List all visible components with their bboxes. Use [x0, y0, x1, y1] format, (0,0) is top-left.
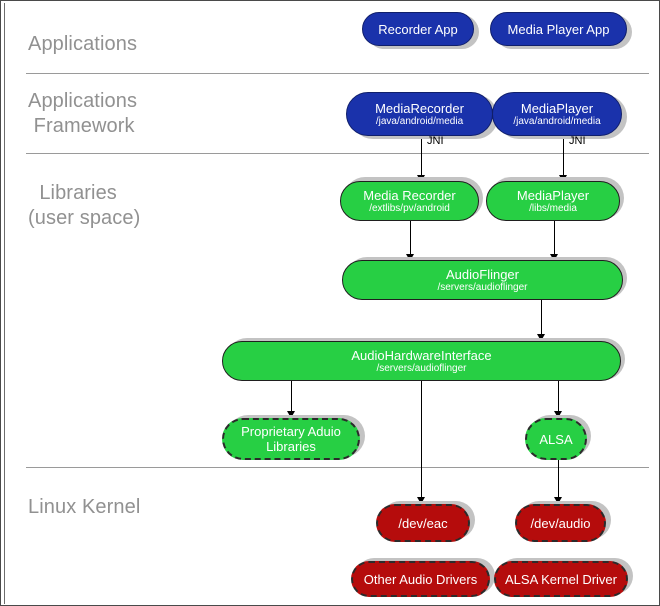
- connector-ahi-dev-eac: [421, 376, 422, 502]
- node-media-recorder-lib-title: Media Recorder: [363, 187, 456, 203]
- node-alsa-title: ALSA: [539, 431, 573, 447]
- node-audiohardwareinterface-title: AudioHardwareInterface: [351, 347, 492, 363]
- node-mediarecorder-framework[interactable]: MediaRecorder /java/android/media: [346, 92, 493, 136]
- node-mediaplayer-lib[interactable]: MediaPlayer /libs/media: [486, 181, 620, 221]
- node-dev-eac[interactable]: /dev/eac: [376, 504, 470, 542]
- connector-ahi-proprietary: [291, 376, 292, 416]
- layer-label-linux-kernel: Linux Kernel: [28, 496, 141, 518]
- connector-mediarecorderlib-audioflinger: [410, 219, 411, 261]
- node-audioflinger-path: /servers/audioflinger: [437, 281, 528, 293]
- node-alsa-kernel-driver[interactable]: ALSA Kernel Driver: [494, 561, 628, 597]
- node-mediaplayer-framework[interactable]: MediaPlayer /java/android/media: [492, 92, 622, 136]
- connector-ahi-alsa: [558, 376, 559, 416]
- node-audioflinger[interactable]: AudioFlinger /servers/audioflinger: [342, 260, 623, 300]
- node-mediaplayer-lib-title: MediaPlayer: [516, 187, 590, 203]
- node-dev-eac-title: /dev/eac: [398, 515, 448, 531]
- node-media-player-app[interactable]: Media Player App: [490, 12, 627, 46]
- node-proprietary-audio-libs-title-line2: Libraries: [266, 439, 316, 454]
- node-mediaplayer-framework-path: /java/android/media: [513, 115, 601, 127]
- connector-mediaplayer-jni: [563, 138, 564, 180]
- node-recorder-app[interactable]: Recorder App: [362, 12, 474, 46]
- node-media-player-app-title: Media Player App: [507, 21, 610, 37]
- connector-alsa-dev-audio: [558, 456, 559, 502]
- node-mediaplayer-framework-title: MediaPlayer: [520, 100, 594, 116]
- arrowhead-ahi-dev-eac: [417, 497, 425, 504]
- node-media-recorder-lib-path: /extlibs/pv/android: [369, 202, 450, 214]
- node-media-recorder-lib[interactable]: Media Recorder /extlibs/pv/android: [340, 181, 479, 221]
- divider-applications-framework: [26, 153, 649, 154]
- node-mediarecorder-framework-title: MediaRecorder: [375, 100, 464, 116]
- connector-mediaplayerlib-audioflinger: [554, 219, 555, 261]
- edge-label-jni-player: JNI: [569, 135, 586, 147]
- node-alsa[interactable]: ALSA: [525, 418, 587, 460]
- node-audioflinger-title: AudioFlinger: [446, 266, 519, 282]
- divider-applications: [26, 73, 649, 74]
- node-mediaplayer-lib-path: /libs/media: [529, 202, 577, 214]
- arrowhead-ahi-proprietary: [287, 411, 295, 418]
- node-proprietary-audio-libs[interactable]: Proprietary Aduio Libraries: [222, 418, 360, 460]
- edge-label-jni-recorder: JNI: [427, 135, 444, 147]
- node-dev-audio-title: /dev/audio: [530, 515, 591, 531]
- connector-mediarecorder-jni: [421, 138, 422, 180]
- node-alsa-kernel-driver-title: ALSA Kernel Driver: [505, 571, 617, 587]
- divider-libraries: [26, 467, 649, 468]
- connector-audioflinger-audiohardwareinterface: [541, 298, 542, 340]
- node-other-audio-drivers[interactable]: Other Audio Drivers: [351, 561, 490, 597]
- node-mediarecorder-framework-path: /java/android/media: [375, 115, 464, 127]
- arrowhead-audioflinger-audiohardwareinterface: [537, 334, 545, 341]
- node-audiohardwareinterface[interactable]: AudioHardwareInterface /servers/audiofli…: [222, 341, 621, 381]
- layer-label-applications: Applications: [28, 33, 138, 55]
- node-audiohardwareinterface-path: /servers/audioflinger: [376, 362, 467, 374]
- node-proprietary-audio-libs-title: Proprietary Aduio: [241, 424, 341, 439]
- layer-label-applications-framework: Applications Framework: [28, 90, 138, 137]
- node-other-audio-drivers-title: Other Audio Drivers: [363, 571, 478, 587]
- layer-label-libraries: Libraries (user space): [28, 182, 141, 229]
- arrowhead-ahi-alsa: [554, 411, 562, 418]
- node-dev-audio[interactable]: /dev/audio: [515, 504, 606, 542]
- node-recorder-app-title: Recorder App: [378, 21, 458, 37]
- arrowhead-alsa-dev-audio: [554, 497, 562, 504]
